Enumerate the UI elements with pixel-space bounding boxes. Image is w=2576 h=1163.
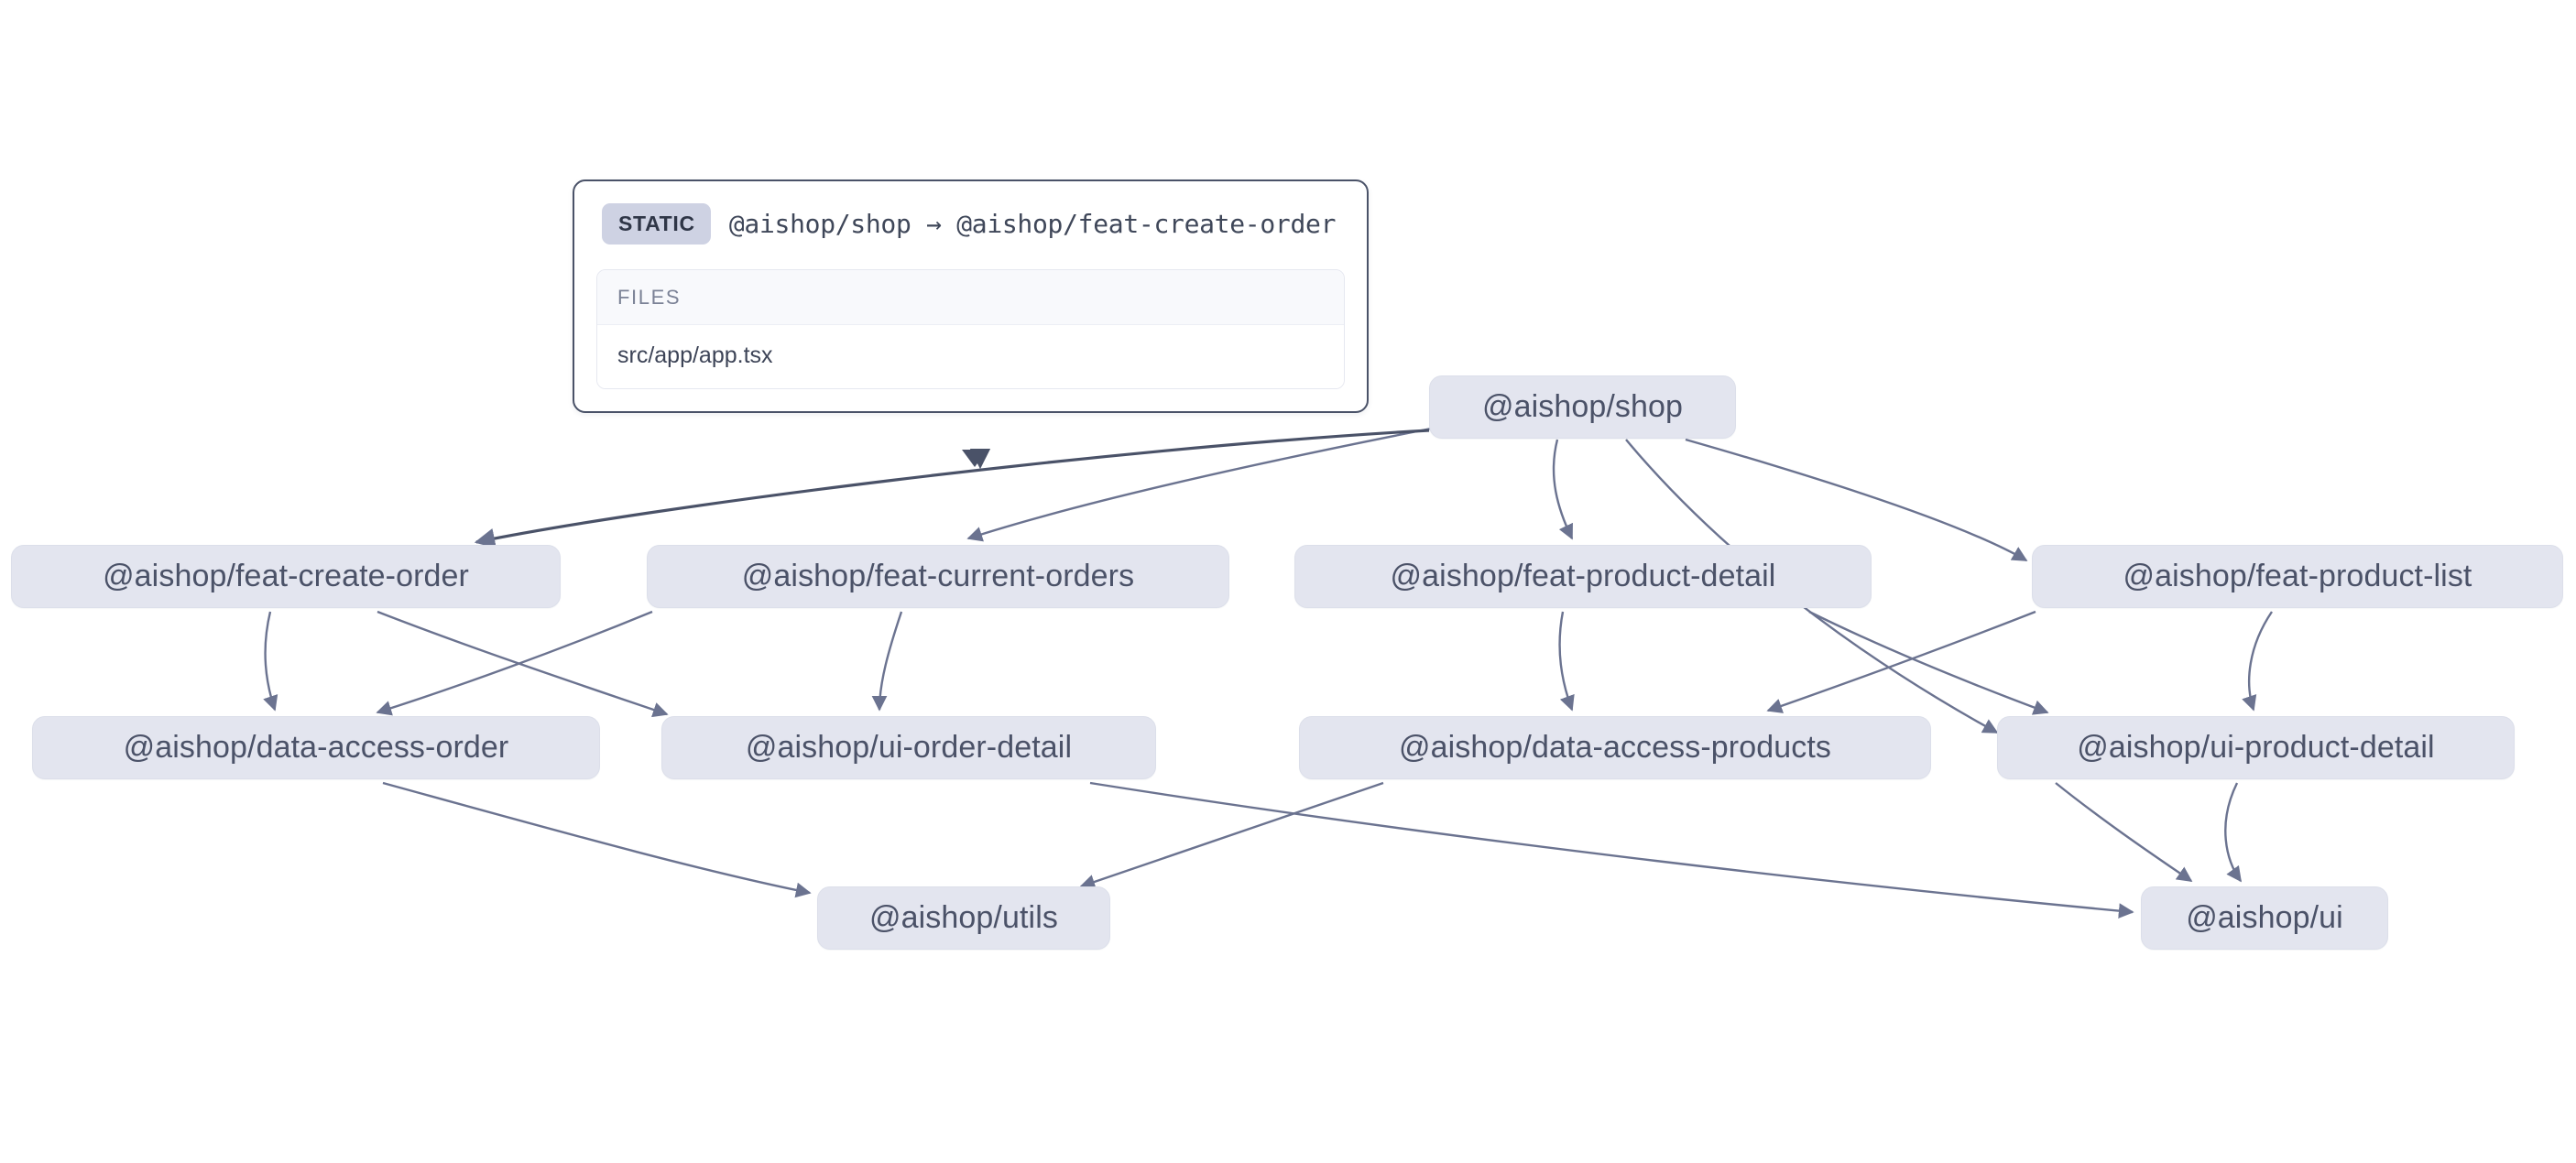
edge-feat-product-detail-to-ui-product-detail bbox=[1808, 610, 2049, 715]
edge-data-access-products-to-utils bbox=[1079, 781, 1384, 890]
graph-node-ui-product-detail[interactable]: @aishop/ui-product-detail bbox=[1997, 716, 2515, 779]
graph-node-ui[interactable]: @aishop/ui bbox=[2141, 886, 2388, 950]
edge-feat-current-orders-to-data-access-order bbox=[376, 610, 653, 716]
graph-node-data-access-products[interactable]: @aishop/data-access-products bbox=[1299, 716, 1931, 779]
graph-node-shop[interactable]: @aishop/shop bbox=[1429, 375, 1736, 439]
edge-detail-card[interactable]: STATIC @aishop/shop → @aishop/feat-creat… bbox=[573, 179, 1369, 413]
card-header: STATIC @aishop/shop → @aishop/feat-creat… bbox=[596, 201, 1345, 245]
graph-node-ui-order-detail[interactable]: @aishop/ui-order-detail bbox=[661, 716, 1156, 779]
graph-node-feat-product-list[interactable]: @aishop/feat-product-list bbox=[2032, 545, 2563, 608]
files-section-header: FILES bbox=[597, 270, 1344, 325]
file-list-item[interactable]: src/app/app.tsx bbox=[597, 325, 1344, 388]
dependency-type-badge: STATIC bbox=[602, 203, 711, 245]
edge-shop-to-feat-product-list bbox=[1685, 438, 2028, 562]
edge-ui-product-detail-to-ui-alt bbox=[2224, 782, 2242, 883]
edge-highlight-arrowhead-mid bbox=[962, 450, 988, 467]
graph-node-utils[interactable]: @aishop/utils bbox=[817, 886, 1110, 950]
edge-feat-product-list-to-ui-product-detail bbox=[2242, 611, 2273, 712]
graph-node-feat-create-order[interactable]: @aishop/feat-create-order bbox=[11, 545, 561, 608]
edge-data-access-order-to-utils bbox=[382, 781, 812, 898]
graph-node-feat-product-detail[interactable]: @aishop/feat-product-detail bbox=[1294, 545, 1872, 608]
graph-node-feat-current-orders[interactable]: @aishop/feat-current-orders bbox=[647, 545, 1229, 608]
edge-feat-create-order-to-ui-order-detail bbox=[377, 610, 669, 718]
edge-ui-order-detail-to-ui bbox=[1089, 781, 2134, 918]
edge-feat-product-list-to-data-access-products bbox=[1766, 610, 2036, 713]
edge-feat-product-detail-to-data-access-products bbox=[1558, 611, 1575, 712]
edge-ui-product-detail-to-ui bbox=[2055, 782, 2193, 882]
edge-shop-to-feat-product-detail bbox=[1552, 439, 1574, 540]
files-panel: FILES src/app/app.tsx bbox=[596, 269, 1345, 389]
edge-feat-current-orders-to-ui-order-detail bbox=[871, 611, 903, 712]
edge-feat-create-order-to-data-access-order bbox=[263, 611, 278, 712]
edge-shop-to-feat-current-orders bbox=[966, 427, 1432, 542]
dependency-title: @aishop/shop → @aishop/feat-create-order bbox=[728, 209, 1337, 239]
edge-shop-to-feat-create-order-highlighted bbox=[474, 429, 1430, 549]
graph-node-data-access-order[interactable]: @aishop/data-access-order bbox=[32, 716, 600, 779]
